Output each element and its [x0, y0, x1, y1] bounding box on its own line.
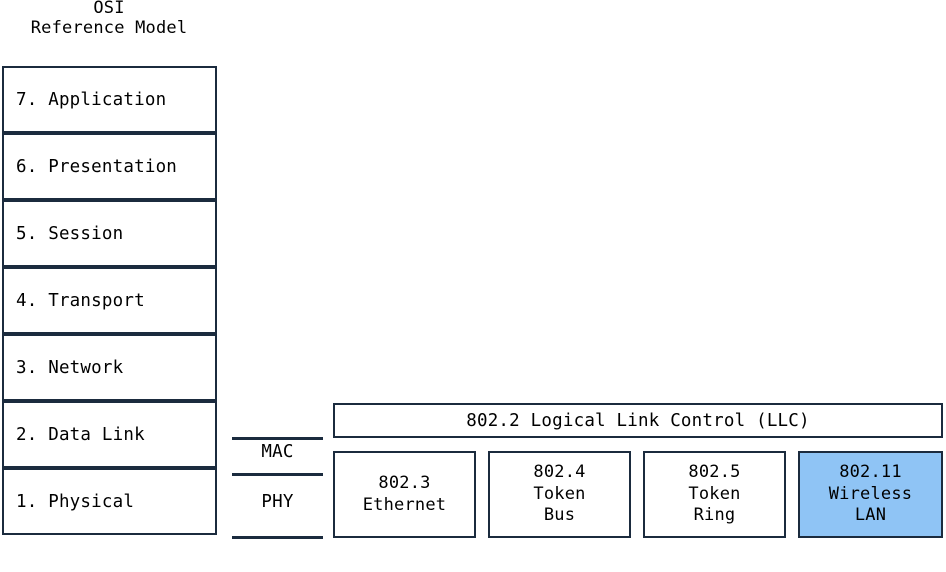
diagram-title-line-1: OSI [93, 0, 125, 18]
protocol-box-802-5-token-ring: 802.5 Token Ring [643, 451, 786, 538]
llc-bar: 802.2 Logical Link Control (LLC) [333, 403, 943, 438]
osi-layer-2-data-link: 2. Data Link [2, 401, 217, 468]
protocol-line-1: 802.3 [378, 472, 431, 493]
protocol-line-2: Wireless [828, 483, 913, 504]
protocol-box-802-4-token-bus: 802.4 Token Bus [488, 451, 631, 538]
diagram-title: OSI Reference Model [0, 0, 218, 38]
protocol-line-1: 802.11 [839, 461, 902, 482]
sublayer-rule-bottom [232, 536, 323, 539]
protocol-line-2: Token [533, 483, 586, 504]
osi-layer-3-network: 3. Network [2, 334, 217, 401]
sublayer-label-mac: MAC [261, 442, 294, 462]
protocol-line-3: Ring [693, 505, 736, 526]
protocol-line-3: Bus [543, 505, 576, 526]
sublayer-rule-middle [232, 473, 323, 476]
protocol-box-802-3-ethernet: 802.3 Ethernet [333, 451, 476, 538]
osi-layer-4-transport: 4. Transport [2, 267, 217, 334]
osi-layer-7-application: 7. Application [2, 66, 217, 133]
osi-layer-5-session: 5. Session [2, 200, 217, 267]
sublayer-rule-top [232, 437, 323, 440]
protocol-line-1: 802.5 [688, 461, 741, 482]
protocol-line-2: Token [688, 483, 741, 504]
protocol-line-3: LAN [854, 505, 887, 526]
osi-layer-1-physical: 1. Physical [2, 468, 217, 535]
sublayer-label-phy: PHY [261, 492, 294, 512]
protocol-box-802-11-wireless-lan: 802.11 Wireless LAN [798, 451, 943, 538]
diagram-title-line-2: Reference Model [30, 18, 188, 39]
protocol-line-2: Ethernet [362, 494, 447, 515]
osi-layer-6-presentation: 6. Presentation [2, 133, 217, 200]
protocol-line-1: 802.4 [533, 461, 586, 482]
